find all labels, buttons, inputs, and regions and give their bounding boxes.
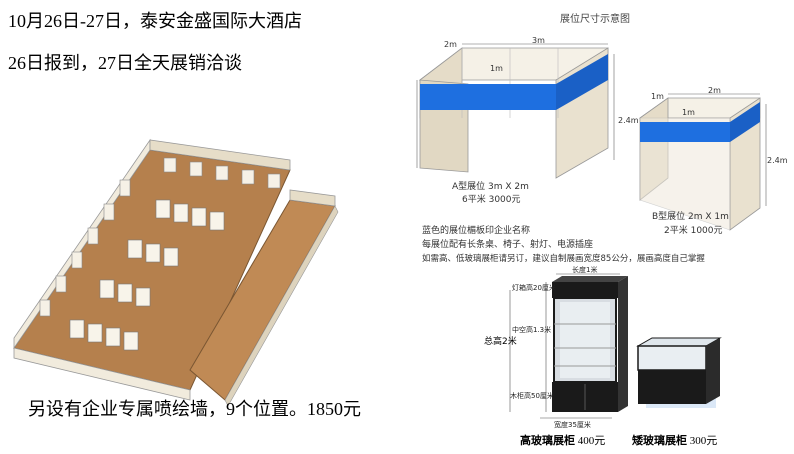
short-cabinet-price: 300元 [689, 435, 718, 447]
booth-b-width-dim: 2m [708, 86, 721, 95]
short-cabinet-name: 矮玻璃展柜 [632, 435, 687, 447]
tall-cabinet-depth-dim: 宽度35厘米 [554, 421, 591, 429]
note-cabinets: 如需高、低玻璃展柜请另订，建议自制展画宽度85公分，展画高度自己掌握 [422, 254, 705, 264]
booth-b-inner-dim: 1m [682, 108, 695, 117]
short-cabinet [636, 337, 722, 408]
short-cabinet-caption: 矮玻璃展柜 300元 [632, 432, 717, 448]
diagram-title: 展位尺寸示意图 [560, 14, 630, 25]
tall-cabinet-price: 400元 [577, 435, 606, 447]
tall-cabinet-caption: 高玻璃展柜 400元 [520, 432, 605, 448]
booth-a-inner-dim: 1m [490, 64, 503, 73]
booth-b [638, 93, 767, 231]
note-equipment: 每展位配有长条桌、椅子、射灯、电源插座 [422, 240, 594, 250]
booth-a-label: A型展位 3m X 2m [452, 182, 529, 192]
tall-cabinet-width-dim: 长度1米 [572, 266, 598, 274]
event-schedule: 26日报到，27日全天展销洽谈 [8, 53, 242, 73]
booth-b-height-dim: 2.4m [767, 156, 788, 165]
note-fascia: 蓝色的展位楣板印企业名称 [422, 226, 531, 236]
tall-cabinet-lightbox-dim: 灯箱高20厘米 [512, 284, 556, 292]
tall-cabinet-middle-dim: 中空高1.3米 [512, 326, 552, 334]
tall-cabinet-name: 高玻璃展柜 [520, 435, 575, 447]
booth-a-depth-dim: 2m [444, 40, 457, 49]
floor-plan-illustration [13, 138, 339, 407]
booth-a-price: 6平米 3000元 [462, 195, 521, 205]
booth-b-label: B型展位 2m X 1m [652, 212, 729, 222]
booth-a-width-dim: 3m [532, 36, 545, 45]
booth-a-height-dim: 2.4m [618, 116, 639, 125]
booth-a [416, 43, 615, 179]
event-date-venue: 10月26日-27日，泰安金盛国际大酒店 [8, 11, 302, 31]
sponsor-wall-note: 另设有企业专属喷绘墙，9个位置。1850元 [28, 399, 361, 419]
tall-cabinet-cabinet-dim: 木柜高50厘米 [510, 392, 554, 400]
booth-b-price: 2平米 1000元 [664, 226, 723, 236]
tall-cabinet [552, 276, 628, 412]
booth-b-depth-dim: 1m [651, 92, 664, 101]
tall-cabinet-total-dim: 总高2米 [484, 337, 517, 347]
